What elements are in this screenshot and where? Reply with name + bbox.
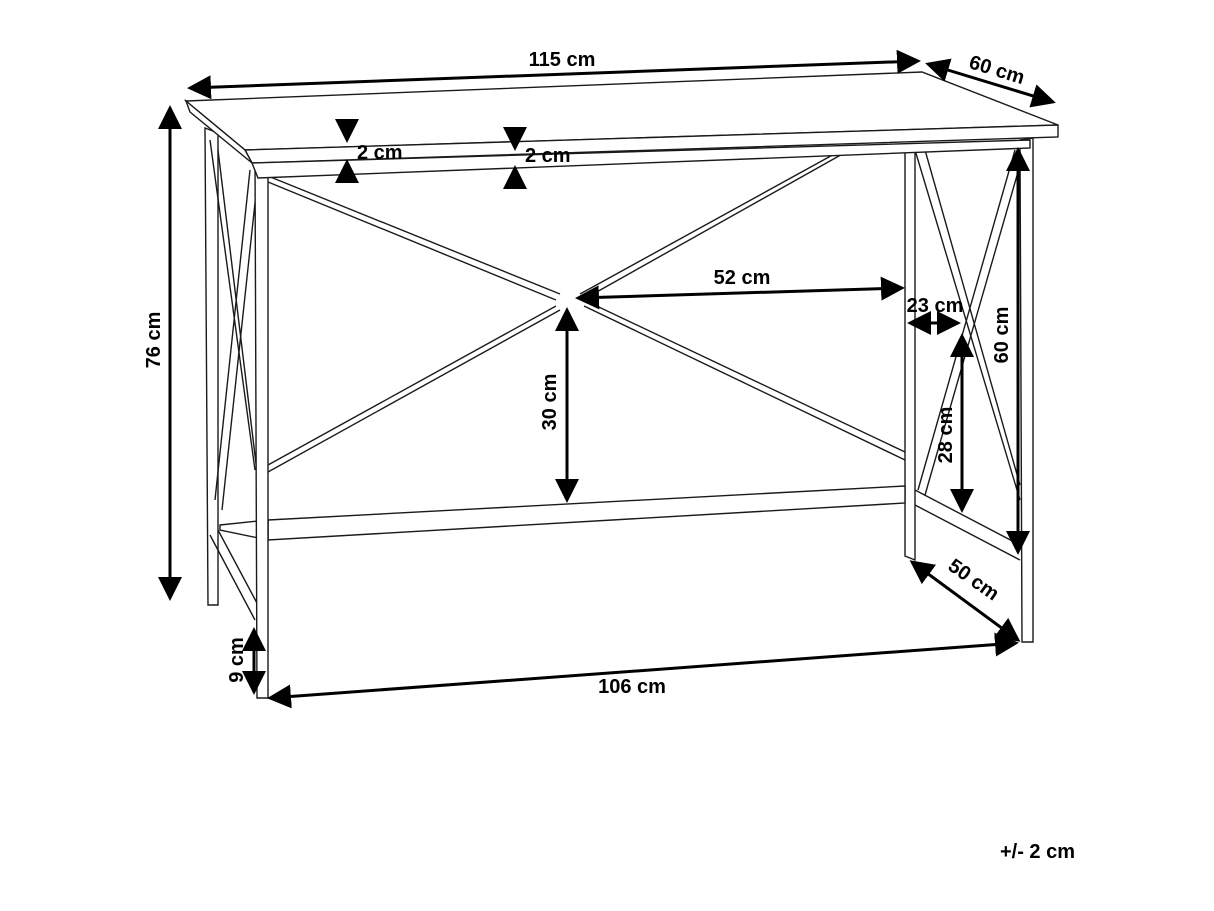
dimension-lines bbox=[158, 49, 1056, 709]
front-left-leg bbox=[254, 159, 269, 699]
top-thickness-label: 2 cm bbox=[357, 142, 403, 164]
cross-to-bar-label: 30 cm bbox=[539, 374, 561, 431]
tolerance-note: +/- 2 cm bbox=[1000, 841, 1075, 863]
cross-half-width-label: 52 cm bbox=[714, 267, 771, 289]
apron-height-label: 2 cm bbox=[525, 145, 571, 167]
leg-span-label: 106 cm bbox=[598, 676, 666, 698]
back-left-leg bbox=[204, 126, 219, 606]
width-label: 115 cm bbox=[529, 49, 596, 71]
foot-clearance-label: 9 cm bbox=[226, 637, 248, 683]
height-label: 76 cm bbox=[143, 312, 165, 369]
right-side-cross bbox=[914, 149, 1021, 561]
front-right-leg bbox=[1019, 137, 1034, 643]
tabletop bbox=[184, 71, 1059, 179]
back-right-leg bbox=[904, 147, 916, 562]
front-cross-brace bbox=[267, 151, 906, 473]
leg-depth-label: 50 cm bbox=[944, 555, 1003, 606]
side-cross-offset-label: 23 cm bbox=[907, 295, 964, 317]
lower-stretcher bbox=[219, 485, 906, 541]
side-height-label: 60 cm bbox=[991, 307, 1013, 364]
side-cross-lower-label: 28 cm bbox=[935, 407, 957, 464]
left-side-cross bbox=[209, 139, 259, 621]
